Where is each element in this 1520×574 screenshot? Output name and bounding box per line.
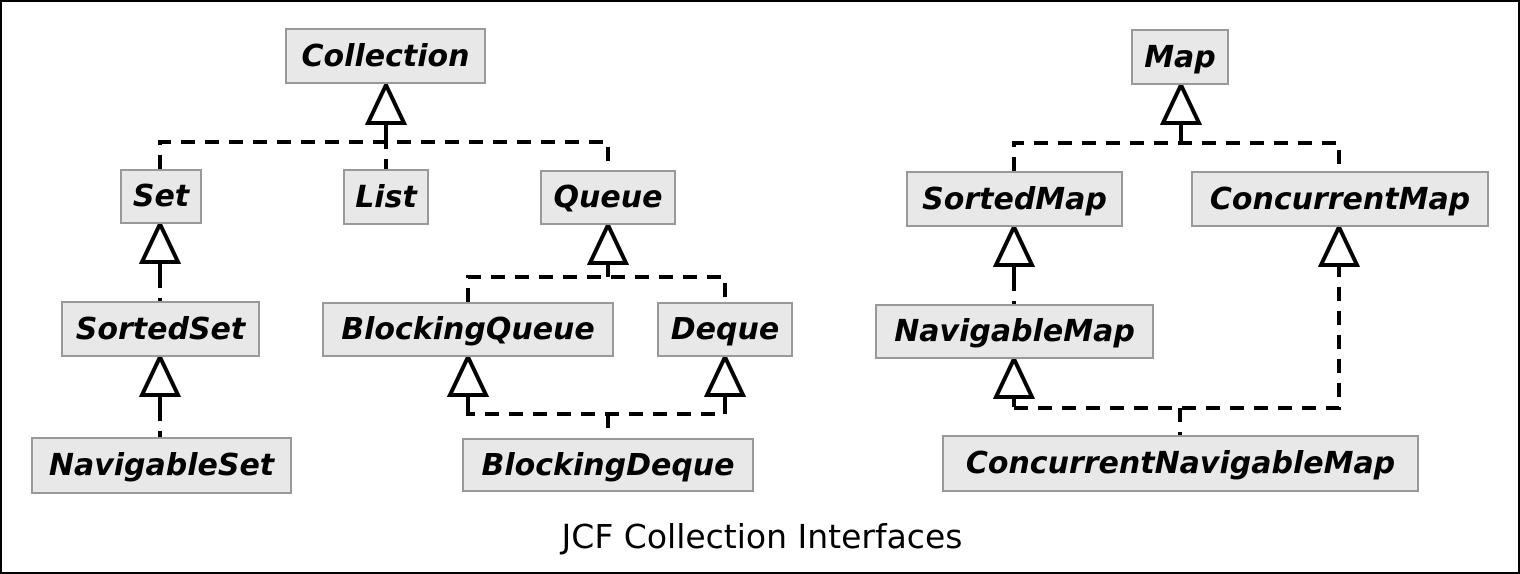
interface-node-collection: Collection [285,28,486,84]
diagram-caption: JCF Collection Interfaces [561,517,963,556]
generalization-arrowhead-icon [138,219,182,264]
edge-collection-fan [158,135,610,170]
interface-node-queue: Queue [540,170,676,225]
interface-node-concurrent-navigable-map: ConcurrentNavigableMap [942,435,1419,492]
generalization-arrowhead-icon [138,352,182,397]
interface-node-navigable-set: NavigableSet [31,437,292,494]
generalization-arrowhead-icon [1317,222,1361,267]
generalization-arrowhead-icon [1159,80,1203,125]
interface-node-sorted-map: SortedMap [906,171,1123,227]
interface-node-blocking-deque: BlockingDeque [462,438,754,492]
generalization-arrowhead-icon [992,354,1036,399]
interface-node-sorted-set: SortedSet [61,301,260,357]
generalization-arrowhead-icon [586,220,630,265]
interface-node-set: Set [120,169,202,224]
interface-node-concurrent-map: ConcurrentMap [1191,171,1489,227]
edge-merge-to-blockingdeque [466,407,727,438]
interface-node-map: Map [1131,29,1229,85]
edge-queue-fan [466,275,727,302]
interface-node-list: List [343,169,429,225]
generalization-arrowhead-icon [703,352,747,397]
edge-merge-to-concurrentnavigablemap [1014,277,1341,435]
interface-node-deque: Deque [657,302,793,357]
interface-node-blocking-queue: BlockingQueue [322,302,614,357]
interface-node-navigable-map: NavigableMap [875,304,1154,359]
edge-map-fan [1012,135,1341,171]
generalization-arrowhead-icon [446,352,490,397]
generalization-arrowhead-icon [992,222,1036,267]
generalization-arrowhead-icon [364,80,408,125]
